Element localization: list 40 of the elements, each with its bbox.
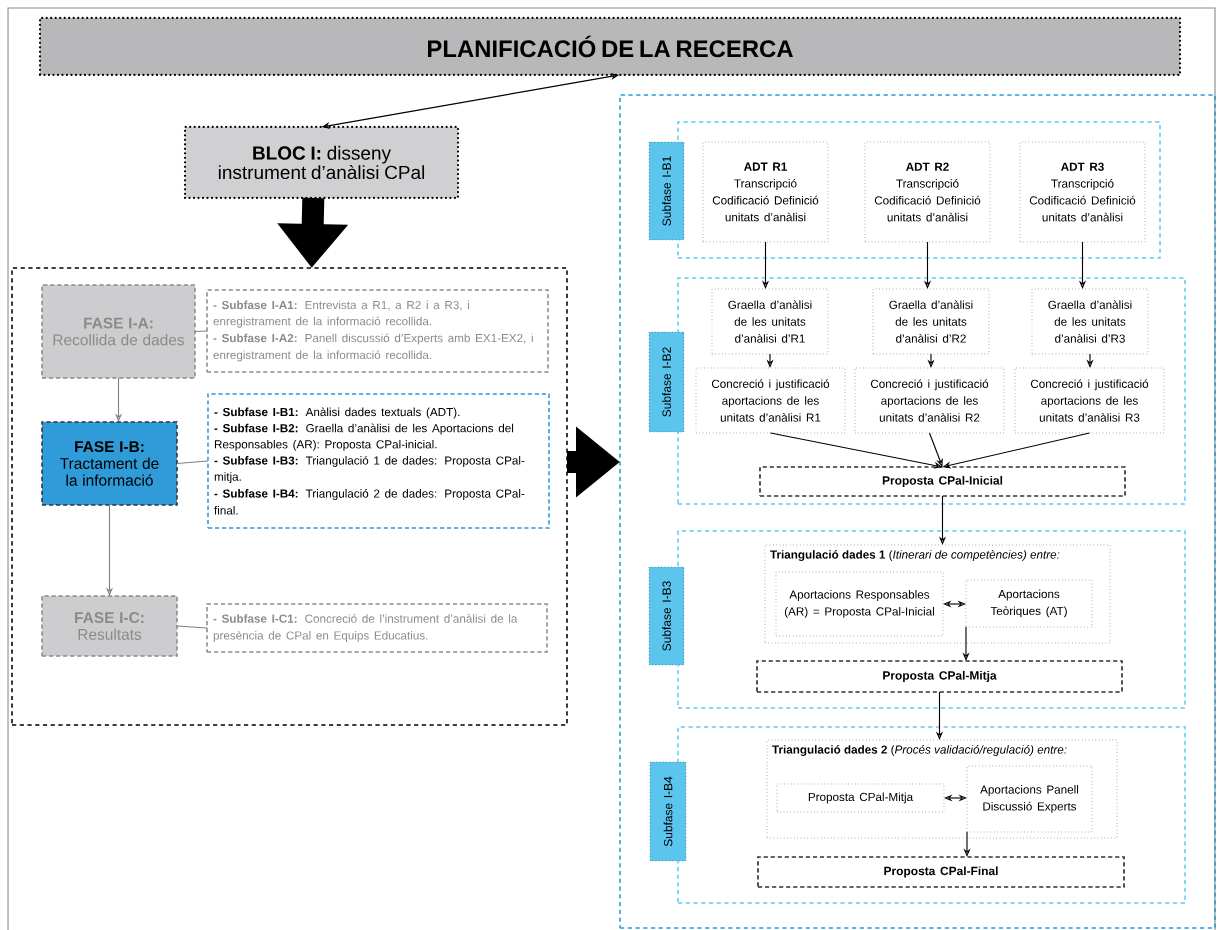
step-box: Graella d’anàlisi de les unitats d’anàlisi d’R2 (872, 288, 990, 355)
step-box: ADT R3 Transcripció Codificació Definició unitats d’anàlisi (1019, 141, 1146, 243)
title-banner: PLANIFICACIÓ DE LA RECERCA (38, 16, 1182, 77)
block-box: BLOC I: disseny instrument d’anàlisi CPal (183, 125, 460, 200)
phase-box: FASE I-A: Recollida de dades (41, 284, 196, 379)
group-frame (11, 267, 568, 726)
step-box: Graella d’anàlisi de les unitats d’anàlisi d’R1 (711, 288, 829, 355)
description-box: - Subfase I-B1: Anàlisi dades textuals (ADT). - Subfase I-B2: Graella d’anàlisi de les Aportacions del Responsables (AR): Proposta CPal-inicial. - Subfase I-B3: Triangulació 1 de dades: Proposta CPal-mitja. - Subfase I-B4: Triangulació 2 de dades: Proposta CPal-final. (207, 393, 550, 529)
step-box: ADT R2 Transcripció Codificació Definició unitats d’anàlisi (864, 141, 991, 243)
stage-tag: Subfase I-B2 (648, 331, 685, 433)
stage-frame (677, 121, 1161, 259)
panel-frame (619, 94, 1216, 929)
description-box: - Subfase I-C1: Concreció de l’instrument d’anàlisi de la presència de CPal en Equips Educatius. (206, 603, 548, 653)
proposal-box: Proposta CPal-Mitja (756, 660, 1123, 693)
description-box: - Subfase I-A1: Entrevista a R1, a R2 i a R3, i enregistrament de la informació recollida. - Subfase I-A2: Panell discussió d’Experts amb EX1-EX2, i enregistrament de la informació recollida. (206, 289, 549, 373)
step-box: Aportacions Teòriques (AT) (965, 579, 1093, 628)
stage-frame (677, 277, 1186, 505)
proposal-box: Proposta CPal-Inicial (759, 466, 1126, 497)
stage-tag: Subfase I-B3 (648, 566, 685, 666)
stage-frame (677, 726, 1186, 904)
step-box: Graella d’anàlisi de les unitats d’anàlisi d’R3 (1031, 288, 1149, 355)
arrow (928, 432, 943, 467)
stage-tag: Subfase I-B1 (648, 141, 685, 241)
step-box: Aportacions Panell Discussió Experts (966, 765, 1093, 833)
connector-line (194, 330, 208, 333)
phase-box: FASE I-C: Resultats (41, 595, 178, 657)
proposal-box: Proposta CPal-Final (757, 856, 1125, 888)
step-box: Concreció i justificació aportacions de les unitats d’anàlisi R2 (854, 367, 1005, 434)
stage-frame (677, 530, 1186, 709)
step-box: Aportacions Responsables (AR) = Proposta CPal-Inicial (775, 571, 944, 637)
step-box: Concreció i justificació aportacions de les unitats d’anàlisi R1 (695, 367, 846, 434)
stage-tag: Subfase I-B4 (649, 761, 687, 862)
step-box: ADT R1 Transcripció Codificació Definició unitats d’anàlisi (702, 141, 829, 243)
step-box: Proposta CPal-Mitja (776, 783, 945, 813)
double-arrow (944, 794, 967, 802)
phase-box: FASE I-B: Tractament de la informació (41, 421, 178, 506)
double-arrow (943, 600, 966, 608)
step-box: Concreció i justificació aportacions de les unitats d’anàlisi R3 (1014, 367, 1165, 434)
connector-line (176, 625, 208, 629)
connector-line (176, 460, 209, 465)
